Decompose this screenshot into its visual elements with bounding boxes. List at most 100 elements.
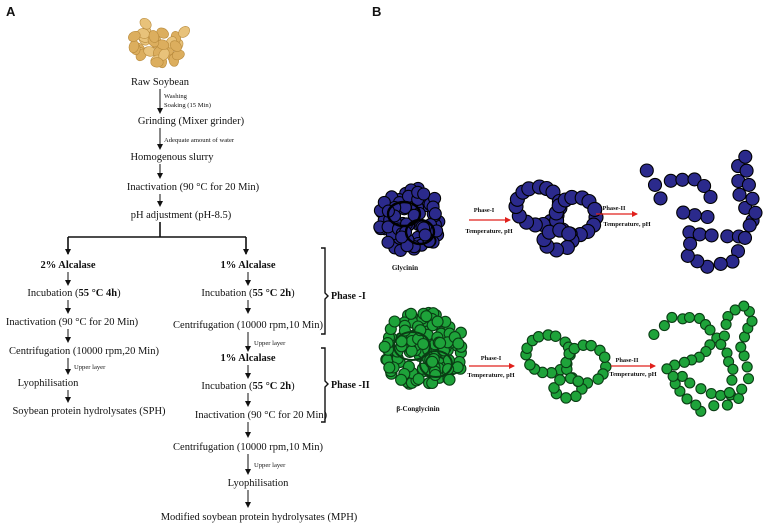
left-lyophilisation: Lyophilisation <box>18 378 79 389</box>
bead <box>426 355 439 368</box>
bead <box>697 178 712 194</box>
bead <box>732 187 747 202</box>
bead <box>739 163 754 178</box>
step-ph-adjustment: pH adjustment (pH-8.5) <box>131 210 232 221</box>
left-product-sph: Soybean protein hydrolysates (SPH) <box>12 406 166 417</box>
soybean-icon <box>169 40 182 52</box>
glycinin-partially-unfolded-structure <box>508 179 604 258</box>
bead <box>684 377 696 389</box>
right-alcalase-2: 1% Alcalase <box>220 353 275 364</box>
soybean-pile-icon <box>128 17 190 69</box>
bead <box>715 338 727 350</box>
bead <box>561 226 577 242</box>
bead <box>658 320 670 332</box>
bead <box>549 330 562 342</box>
phase-2-label: Phase -II <box>331 380 370 391</box>
bead <box>723 387 735 399</box>
right-incubation-2: Incubation (55 °C 2h) <box>201 381 295 392</box>
bead <box>570 390 582 403</box>
right-incubation-1: Incubation (55 °C 2h) <box>201 288 295 299</box>
left-upper-layer: Upper layer <box>74 364 106 371</box>
bead <box>695 383 707 395</box>
bead <box>378 340 391 353</box>
bead <box>700 209 715 225</box>
soybean-icon <box>150 57 164 68</box>
glycinin-phase-1-label: Phase-I <box>474 207 495 214</box>
step-slurry: Homogenous slurry <box>130 152 214 163</box>
bead <box>745 191 760 206</box>
step-grinding: Grinding (Mixer grinder) <box>138 116 245 127</box>
bead <box>572 375 584 387</box>
glycinin-phase-1-conditions: Temperature, pH <box>465 228 512 235</box>
glycinin-phase-2-label: Phase-II <box>602 205 626 212</box>
bead <box>703 189 718 205</box>
bead <box>587 201 603 217</box>
right-alcalase-1: 1% Alcalase <box>220 260 275 271</box>
bead <box>381 235 395 249</box>
bead <box>741 177 756 192</box>
bead <box>690 399 702 411</box>
bead <box>395 373 408 386</box>
bead <box>687 172 702 187</box>
bead <box>683 311 696 324</box>
bead <box>560 392 572 404</box>
bead <box>741 361 753 373</box>
glycinin-unfolded-structure <box>639 149 763 274</box>
bead <box>532 331 545 343</box>
step-inactivation: Inactivation (90 °C for 20 Min) <box>127 182 260 193</box>
right-centrifugation-1: Centrifugation (10000 rpm,10 Min) <box>173 320 323 331</box>
panel-label-b: B <box>372 4 381 19</box>
bead <box>748 205 763 220</box>
bead <box>735 341 747 353</box>
conglycinin-folded-structure <box>378 306 468 390</box>
left-alcalase: 2% Alcalase <box>40 260 95 271</box>
soybean-icon <box>178 26 190 38</box>
note-washing: Washing <box>164 93 188 100</box>
bead <box>418 228 432 242</box>
bead <box>675 172 690 187</box>
bead <box>434 336 447 350</box>
bead <box>687 208 702 223</box>
bead <box>742 218 757 233</box>
bead <box>429 368 442 382</box>
bead <box>726 374 738 386</box>
left-incubation: Incubation (55 °C 4h) <box>27 288 121 299</box>
bead <box>548 382 560 394</box>
right-product-mph: Modified soybean protein hydrolysates (M… <box>161 512 358 523</box>
bead <box>704 228 719 243</box>
right-upper-layer-1: Upper layer <box>254 340 286 347</box>
bead <box>666 311 678 323</box>
bead <box>683 236 698 251</box>
bead <box>680 248 695 263</box>
soybean-icon <box>139 17 152 30</box>
bead <box>554 374 566 386</box>
fold-loop <box>386 200 422 228</box>
right-centrifugation-2: Centrifugation (10000 rpm,10 Min) <box>173 442 323 453</box>
note-soaking: Soaking (15 Min) <box>164 102 211 109</box>
bead <box>417 187 431 201</box>
bead <box>647 177 663 192</box>
bead <box>443 373 456 386</box>
soybean-icon <box>148 30 160 43</box>
conglycinin-label: β-Conglycinin <box>396 405 439 413</box>
bead <box>738 149 753 164</box>
bead <box>663 173 678 188</box>
right-inactivation: Inactivation (90 °C for 20 Min) <box>195 410 328 421</box>
conglycinin-phase-2-conditions: Temperature, pH <box>609 371 656 378</box>
bead <box>729 304 741 316</box>
bead <box>720 318 732 330</box>
bead <box>727 363 739 375</box>
bead <box>678 356 690 368</box>
bead <box>412 372 425 386</box>
soybean-icon <box>128 30 141 42</box>
bead <box>428 207 442 221</box>
bead <box>431 315 444 328</box>
left-inactivation: Inactivation (90 °C for 20 Min) <box>6 317 139 328</box>
conglycinin-phase-2-label: Phase-II <box>615 357 639 364</box>
bead <box>708 400 720 412</box>
bead <box>736 383 748 395</box>
bead <box>417 337 430 351</box>
bead <box>388 315 401 328</box>
